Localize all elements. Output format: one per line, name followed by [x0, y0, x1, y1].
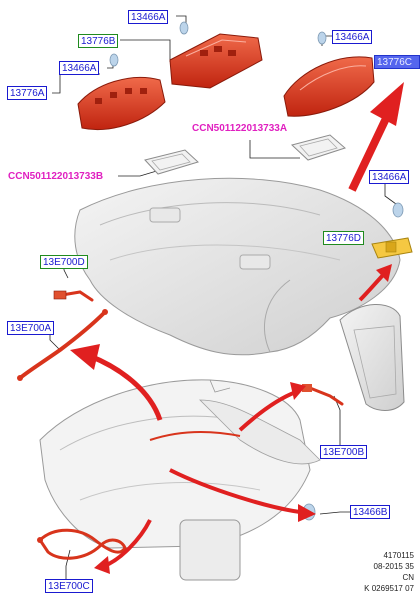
label-13e700b: 13E700B: [320, 445, 368, 459]
headliner: [74, 177, 401, 356]
label-13e700c: 13E700C: [45, 579, 93, 593]
dash-harness: [149, 430, 241, 441]
reference-date: 08-2015 35: [373, 562, 414, 571]
label-13466a-top: 13466A: [128, 10, 169, 24]
label-13466a-side: 13466A: [369, 170, 410, 184]
dashboard: [39, 379, 321, 581]
label-13466a-left: 13466A: [59, 61, 100, 75]
label-13466a-right: 13466A: [332, 30, 373, 44]
label-13e700d: 13E700D: [40, 255, 88, 269]
reference-region: CN: [402, 573, 414, 582]
headliner-opening-rear: [239, 254, 271, 270]
label-13776c: 13776C: [374, 55, 420, 69]
pointer-arrows: [70, 82, 404, 574]
label-13776a: 13776A: [7, 86, 48, 100]
overhead-lamp-c: [283, 56, 375, 117]
callout-ccn-a: CCN501122013733A: [192, 123, 288, 134]
reference-code: K 0269517 07: [364, 584, 414, 593]
overhead-lamp-a: [77, 77, 166, 131]
callout-ccn-b: CCN501122013733B: [8, 171, 104, 182]
label-13466b: 13466B: [350, 505, 391, 519]
overhead-lamp-b: [169, 33, 263, 89]
rear-trim-panel: [339, 303, 405, 411]
harness-13e700b: [302, 384, 344, 406]
reference-number: 4170115: [383, 551, 414, 560]
bracket-b: [144, 149, 199, 175]
drawing-reference: 4170115 08-2015 35 CN K 0269517 07: [364, 550, 414, 594]
label-13776b: 13776B: [78, 34, 119, 48]
label-13776d: 13776D: [323, 231, 365, 245]
harness-13e700c: [37, 528, 127, 560]
bracket-a: [290, 134, 346, 161]
label-13e700a: 13E700A: [7, 321, 55, 335]
harness-13e700a: [17, 309, 108, 381]
headliner-opening-front: [149, 207, 181, 223]
harness-13e700d: [53, 290, 94, 302]
lamp-13776d: [371, 237, 413, 259]
